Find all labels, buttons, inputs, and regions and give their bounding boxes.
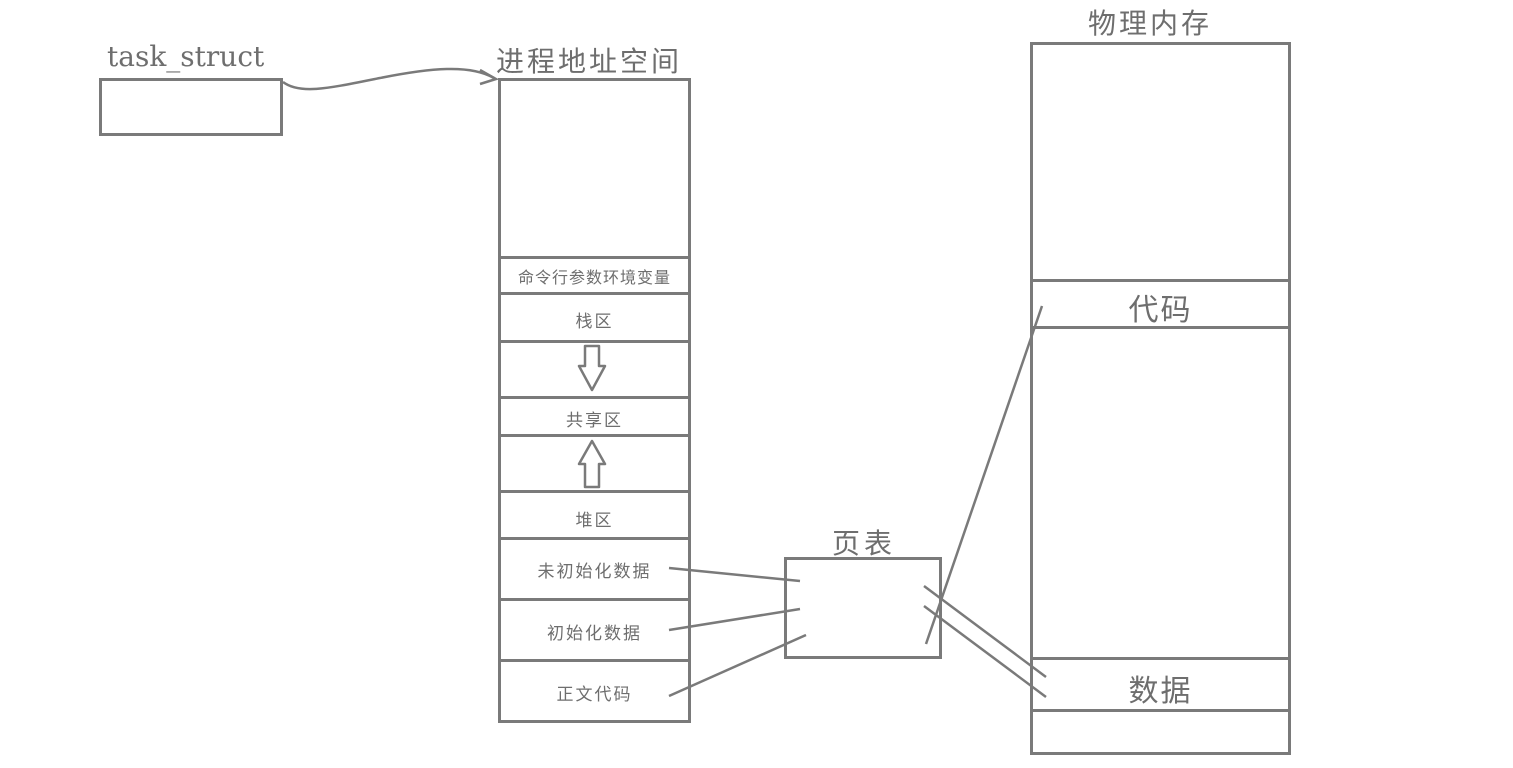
divider: [1030, 279, 1291, 282]
task-to-mm-arrow: [282, 67, 495, 91]
divider: [1030, 709, 1291, 712]
divider: [498, 396, 691, 399]
divider: [1030, 326, 1291, 329]
segment-shared: 共享区: [566, 411, 623, 431]
heap-grow-up-arrow: [577, 439, 607, 489]
task-struct-box: [99, 78, 283, 136]
task-to-mm-arrowhead: [479, 68, 500, 86]
divider: [498, 340, 691, 343]
segment-stack: 栈区: [575, 312, 614, 332]
address-space-title: 进程地址空间: [496, 45, 683, 78]
physical-memory-box: [1030, 42, 1291, 755]
physical-data-region: 数据: [1128, 674, 1193, 709]
divider: [498, 292, 691, 295]
physical-code-region: 代码: [1128, 293, 1193, 328]
stack-grow-down-arrow: [577, 344, 607, 392]
segment-heap: 堆区: [575, 511, 614, 531]
divider: [498, 537, 691, 540]
pagetable-to-data-line-1: [923, 584, 1047, 679]
divider: [498, 256, 691, 259]
pagetable-to-code-line: [924, 305, 1044, 645]
pagetable-to-data-line-2: [923, 604, 1047, 699]
segment-text: 正文代码: [556, 685, 633, 705]
divider: [498, 659, 691, 662]
segment-data: 初始化数据: [547, 624, 642, 644]
task-struct-label: task_struct: [107, 40, 265, 73]
divider: [498, 434, 691, 437]
segment-bss: 未初始化数据: [537, 562, 652, 582]
divider: [498, 598, 691, 601]
segment-args-env: 命令行参数环境变量: [517, 268, 671, 287]
divider: [1030, 657, 1291, 660]
address-space-box: [498, 78, 691, 723]
page-table-title: 页表: [832, 527, 897, 560]
physical-memory-title: 物理内存: [1088, 7, 1213, 40]
text-to-pagetable-line: [668, 633, 807, 698]
page-table-box: [784, 557, 942, 659]
divider: [498, 490, 691, 493]
